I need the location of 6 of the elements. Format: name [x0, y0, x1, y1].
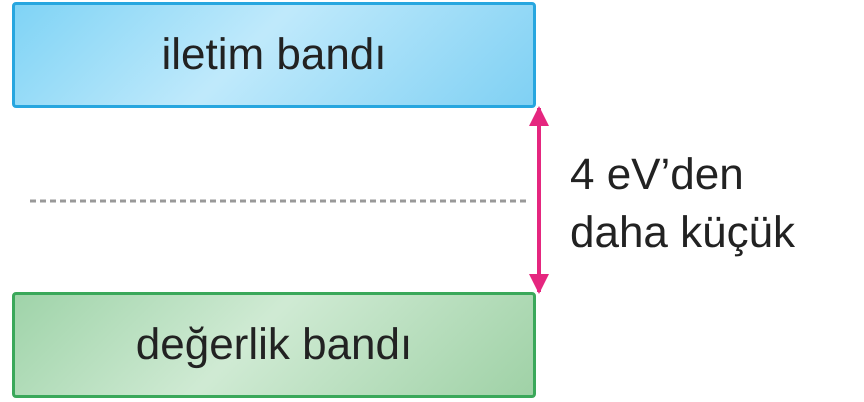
band-label: iletim bandı — [161, 30, 386, 80]
edge-label: 4 eV’den daha küçük — [570, 149, 796, 259]
energy-band — [12, 292, 536, 398]
band-label: değerlik bandı — [136, 320, 412, 370]
double-arrow — [529, 106, 549, 294]
energy-band — [12, 2, 536, 108]
